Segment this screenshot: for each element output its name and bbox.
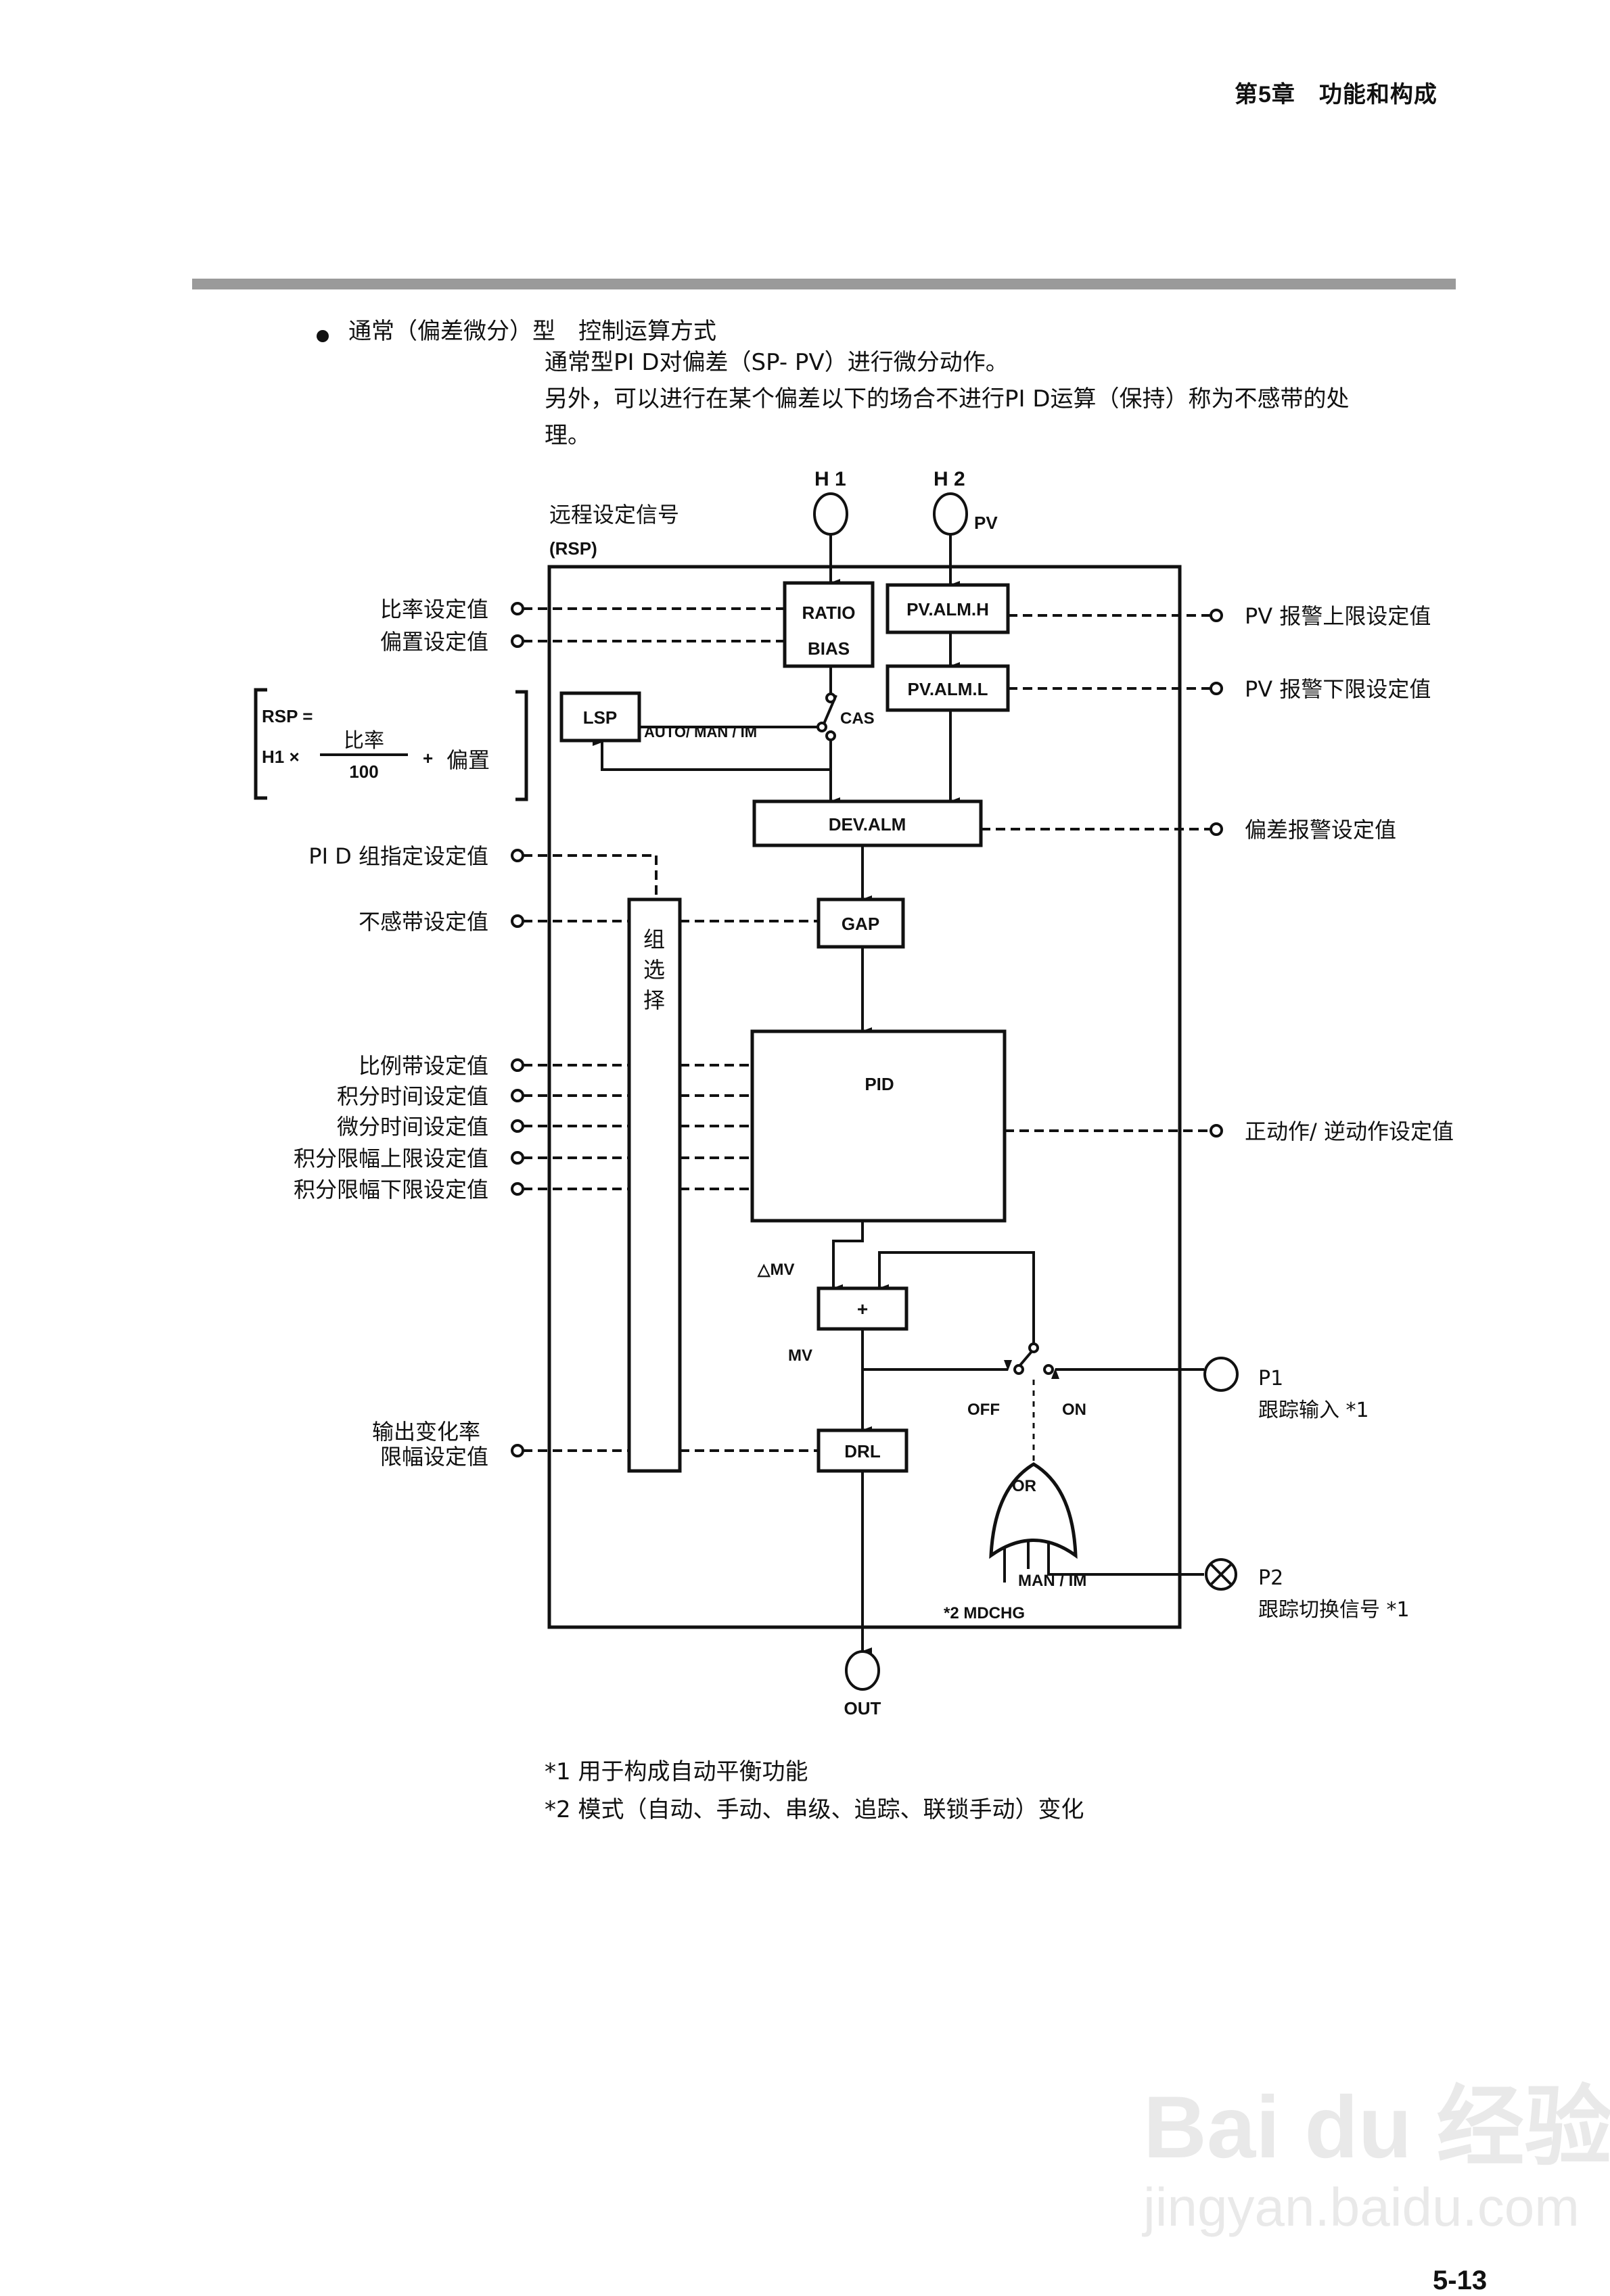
- p2-label: 跟踪切换信号 *1: [1258, 1598, 1410, 1622]
- param-terminal-icon: [511, 1444, 524, 1457]
- body-line: 通常型PI D对偏差（SP- PV）进行微分动作。: [545, 349, 1009, 376]
- mv-label: MV: [788, 1346, 812, 1365]
- left-param-label: 输出变化率: [372, 1419, 480, 1445]
- body-line: 理。: [545, 422, 591, 449]
- ratio-bias-block: [783, 581, 875, 668]
- formula-h1x: H1 ×: [262, 747, 300, 767]
- sum-label: +: [857, 1298, 868, 1319]
- pv-alm-h-block: [886, 583, 1010, 634]
- pv-alm-h-label: PV.ALM.H: [906, 599, 989, 619]
- left-param-label: 比例带设定值: [359, 1053, 488, 1079]
- right-param-label: PV 报警上限设定值: [1245, 603, 1431, 629]
- param-terminal-icon: [511, 602, 524, 615]
- auto-man-im-label: AUTO/ MAN / IM: [644, 724, 757, 741]
- baidu-watermark: Bai du 经验 jingyan.baidu.com: [1143, 2056, 1610, 2239]
- h2-label: H 2: [934, 468, 965, 490]
- left-param-label: 微分时间设定值: [337, 1114, 488, 1140]
- or-label: OR: [1012, 1477, 1036, 1495]
- left-param-label: 积分限幅下限设定值: [294, 1177, 488, 1202]
- left-param-label: 限幅设定值: [380, 1444, 488, 1470]
- param-terminal-icon: [511, 849, 524, 862]
- footnote: *1 用于构成自动平衡功能: [545, 1758, 808, 1785]
- left-param-label: 不感带设定值: [359, 909, 488, 935]
- body-line: 另外，可以进行在某个偏差以下的场合不进行PI D运算（保持）称为不感带的处: [545, 385, 1350, 413]
- mdchg-label: *2 MDCHG: [944, 1604, 1025, 1622]
- footnote: *2 模式（自动、手动、串级、追踪、联锁手动）变化: [545, 1796, 1084, 1823]
- param-terminal-icon: [1210, 1124, 1223, 1138]
- bias-label: BIAS: [808, 638, 850, 659]
- pid-label: PID: [865, 1074, 894, 1094]
- left-param-label: 比率设定值: [380, 596, 488, 622]
- p1-terminal-icon: [1203, 1357, 1239, 1392]
- gap-label: GAP: [842, 914, 879, 934]
- man-im-label: MAN / IM: [1018, 1572, 1086, 1590]
- chapter-header: 第5章 功能和构成: [1235, 82, 1438, 108]
- group-select-label: 组: [643, 927, 665, 952]
- pv-alm-l-label: PV.ALM.L: [908, 679, 988, 699]
- p1-id: P1: [1258, 1367, 1283, 1390]
- h2-terminal-icon: [933, 492, 968, 536]
- param-terminal-icon: [1210, 609, 1223, 622]
- pid-block: [750, 1029, 1007, 1223]
- p1-label: 跟踪输入 *1: [1258, 1399, 1369, 1422]
- page-number: 5-13: [1433, 2266, 1488, 2295]
- param-terminal-icon: [511, 1089, 524, 1102]
- right-param-label: 偏差报警设定值: [1245, 817, 1396, 843]
- delta-mv-label: △MV: [757, 1261, 794, 1279]
- dev-alm-label: DEV.ALM: [829, 814, 906, 835]
- rsp-label: 远程设定信号: [549, 502, 679, 528]
- p2-id: P2: [1258, 1566, 1283, 1590]
- out-label: OUT: [844, 1698, 881, 1718]
- left-param-label: 积分时间设定值: [337, 1083, 488, 1109]
- drl-block: [816, 1428, 908, 1473]
- left-param-label: 偏置设定值: [380, 629, 488, 655]
- group-select-block: [627, 897, 682, 1473]
- group-select-label: 选: [643, 957, 665, 983]
- on-label: ON: [1062, 1401, 1086, 1419]
- or-gate-icon: [989, 1462, 1078, 1560]
- dev-alm-block: [752, 799, 983, 847]
- drl-label: DRL: [844, 1441, 881, 1461]
- ratio-label: RATIO: [802, 603, 856, 623]
- h1-terminal-icon: [813, 492, 848, 536]
- lsp-label: LSP: [583, 707, 618, 728]
- cas-label: CAS: [840, 709, 875, 728]
- left-param-label: 积分限幅上限设定值: [294, 1146, 488, 1171]
- formula-bias: 偏置: [446, 747, 490, 773]
- sum-block: [816, 1286, 908, 1331]
- group-select-label: 择: [643, 987, 665, 1013]
- header-rule: [192, 279, 1456, 289]
- right-param-label: PV 报警下限设定值: [1245, 676, 1431, 702]
- formula-plus: +: [423, 748, 433, 768]
- lsp-block: [559, 691, 641, 743]
- gap-block: [816, 897, 905, 949]
- formula-lhs: RSP =: [262, 706, 313, 726]
- p2-terminal-icon: [1205, 1558, 1237, 1591]
- formula-denominator: 100: [349, 762, 378, 782]
- main-frame: [547, 565, 1182, 1629]
- param-terminal-icon: [511, 634, 524, 648]
- pv-label: PV: [974, 513, 998, 533]
- watermark-url: jingyan.baidu.com: [1143, 2177, 1580, 2237]
- rsp-abbr: (RSP): [549, 538, 597, 559]
- h1-label: H 1: [814, 468, 846, 490]
- formula-numerator: 比率: [344, 729, 384, 753]
- param-terminal-icon: [511, 1151, 524, 1165]
- left-param-label: PI D 组指定设定值: [308, 843, 488, 869]
- param-terminal-icon: [511, 1182, 524, 1196]
- param-terminal-icon: [1210, 822, 1223, 836]
- off-label: OFF: [967, 1401, 1000, 1419]
- param-terminal-icon: [511, 1119, 524, 1133]
- watermark-brand: Bai du 经验: [1143, 2078, 1610, 2176]
- param-terminal-icon: [1210, 682, 1223, 695]
- out-terminal-icon: [845, 1650, 880, 1691]
- param-terminal-icon: [511, 1058, 524, 1072]
- bullet-icon: [317, 330, 329, 342]
- section-title: 通常（偏差微分）型 控制运算方式: [348, 318, 716, 345]
- param-terminal-icon: [511, 914, 524, 928]
- right-param-label: 正动作/ 逆动作设定值: [1245, 1119, 1454, 1144]
